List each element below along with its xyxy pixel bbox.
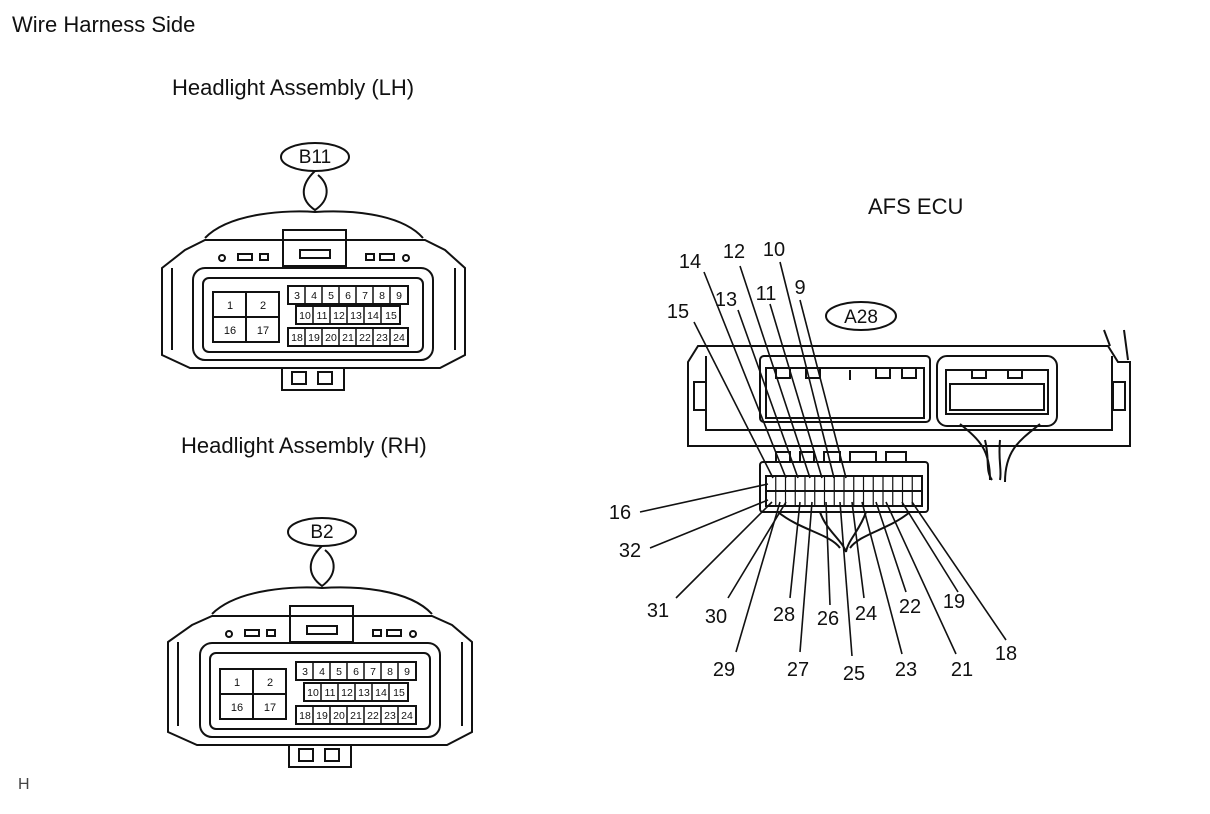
rh-pin: 6 — [353, 666, 359, 678]
rh-pin: 11 — [325, 687, 336, 699]
lh-pin: 16 — [224, 325, 236, 337]
ecu-pin-label: 11 — [756, 283, 777, 305]
ecu-pin-label: 19 — [943, 591, 965, 613]
ecu-pin-label: 10 — [763, 239, 785, 261]
ecu-pin-label: 15 — [667, 301, 689, 323]
lh-pin: 6 — [345, 290, 351, 302]
rh-pin: 21 — [350, 710, 362, 722]
ecu-pin-label: 18 — [995, 643, 1017, 665]
ecu-pin-label: 30 — [705, 606, 727, 628]
rh-pin: 22 — [367, 710, 379, 722]
ecu-pin-label: 21 — [951, 659, 973, 681]
rh-pin: 1 — [234, 677, 240, 689]
rh-pin: 16 — [231, 702, 243, 714]
lh-pin: 15 — [385, 310, 397, 322]
rh-pin: 12 — [341, 687, 353, 699]
rh-pin: 10 — [307, 687, 319, 699]
ecu-pin-label: 26 — [817, 608, 839, 630]
rh-pin: 4 — [319, 666, 325, 678]
lh-pin: 9 — [396, 290, 402, 302]
lh-pin: 10 — [299, 310, 311, 322]
ecu-pin-label: 29 — [713, 659, 735, 681]
lh-pin: 3 — [294, 290, 300, 302]
lh-pin: 5 — [328, 290, 334, 302]
ecu-pin-label: 24 — [855, 603, 877, 625]
lh-pin: 2 — [260, 300, 266, 312]
ecu-pin-label: 14 — [679, 251, 701, 273]
rh-pin: 19 — [316, 710, 328, 722]
lh-pin: 12 — [333, 310, 345, 322]
lh-pin: 13 — [350, 310, 362, 322]
lh-pin: 11 — [317, 310, 328, 322]
ecu-pin-label: 13 — [715, 289, 737, 311]
rh-pin: 17 — [264, 702, 276, 714]
connector-rh-code: B2 — [310, 522, 333, 543]
ecu-pin-label: 23 — [895, 659, 917, 681]
lh-pin: 22 — [359, 332, 371, 344]
ecu-pin-label: 9 — [794, 277, 805, 299]
ecu-pin-label: 16 — [609, 502, 631, 524]
ecu-code-oval — [825, 301, 897, 331]
rh-pin: 18 — [299, 710, 311, 722]
ecu-pin-label: 27 — [787, 659, 809, 681]
lh-pin: 4 — [311, 290, 317, 302]
rh-connector-title: Headlight Assembly (RH) — [181, 433, 427, 458]
ecu-pin-label: 12 — [723, 241, 745, 263]
lh-pin: 24 — [393, 332, 405, 344]
rh-pin: 9 — [404, 666, 410, 678]
rh-pin: 23 — [384, 710, 396, 722]
ecu-pin-label: 31 — [647, 600, 669, 622]
page-title: Wire Harness Side — [12, 12, 196, 37]
lh-pin: 20 — [325, 332, 337, 344]
rh-pin: 8 — [387, 666, 393, 678]
lh-pin: 7 — [362, 290, 368, 302]
lh-pin: 21 — [342, 332, 354, 344]
rh-pin: 14 — [375, 687, 387, 699]
lh-pin: 8 — [379, 290, 385, 302]
rh-pin: 2 — [267, 677, 273, 689]
rh-pin: 20 — [333, 710, 345, 722]
ecu-plug-pin-grid — [775, 476, 913, 506]
lh-pin: 14 — [367, 310, 379, 322]
figure-tag: H — [18, 776, 30, 793]
rh-pin: 7 — [370, 666, 376, 678]
ecu-pin-label: 22 — [899, 596, 921, 618]
lh-pin: 23 — [376, 332, 388, 344]
ecu-pin-label: 25 — [843, 663, 865, 685]
rh-pin: 3 — [302, 666, 308, 678]
ecu-title: AFS ECU — [868, 194, 964, 219]
lh-pin: 18 — [291, 332, 303, 344]
lh-connector-title: Headlight Assembly (LH) — [172, 75, 415, 100]
connector-lh-code: B11 — [299, 147, 331, 168]
lh-pin: 19 — [308, 332, 320, 344]
ecu-pin-label: 32 — [619, 540, 641, 562]
ecu-pin-label: 28 — [773, 604, 795, 626]
rh-pin: 24 — [401, 710, 413, 722]
lh-pin: 1 — [227, 300, 233, 312]
rh-pin: 15 — [393, 687, 405, 699]
ecu-code: A28 — [844, 307, 878, 328]
rh-pin: 5 — [336, 666, 342, 678]
rh-pin: 13 — [358, 687, 370, 699]
lh-pin: 17 — [257, 325, 269, 337]
